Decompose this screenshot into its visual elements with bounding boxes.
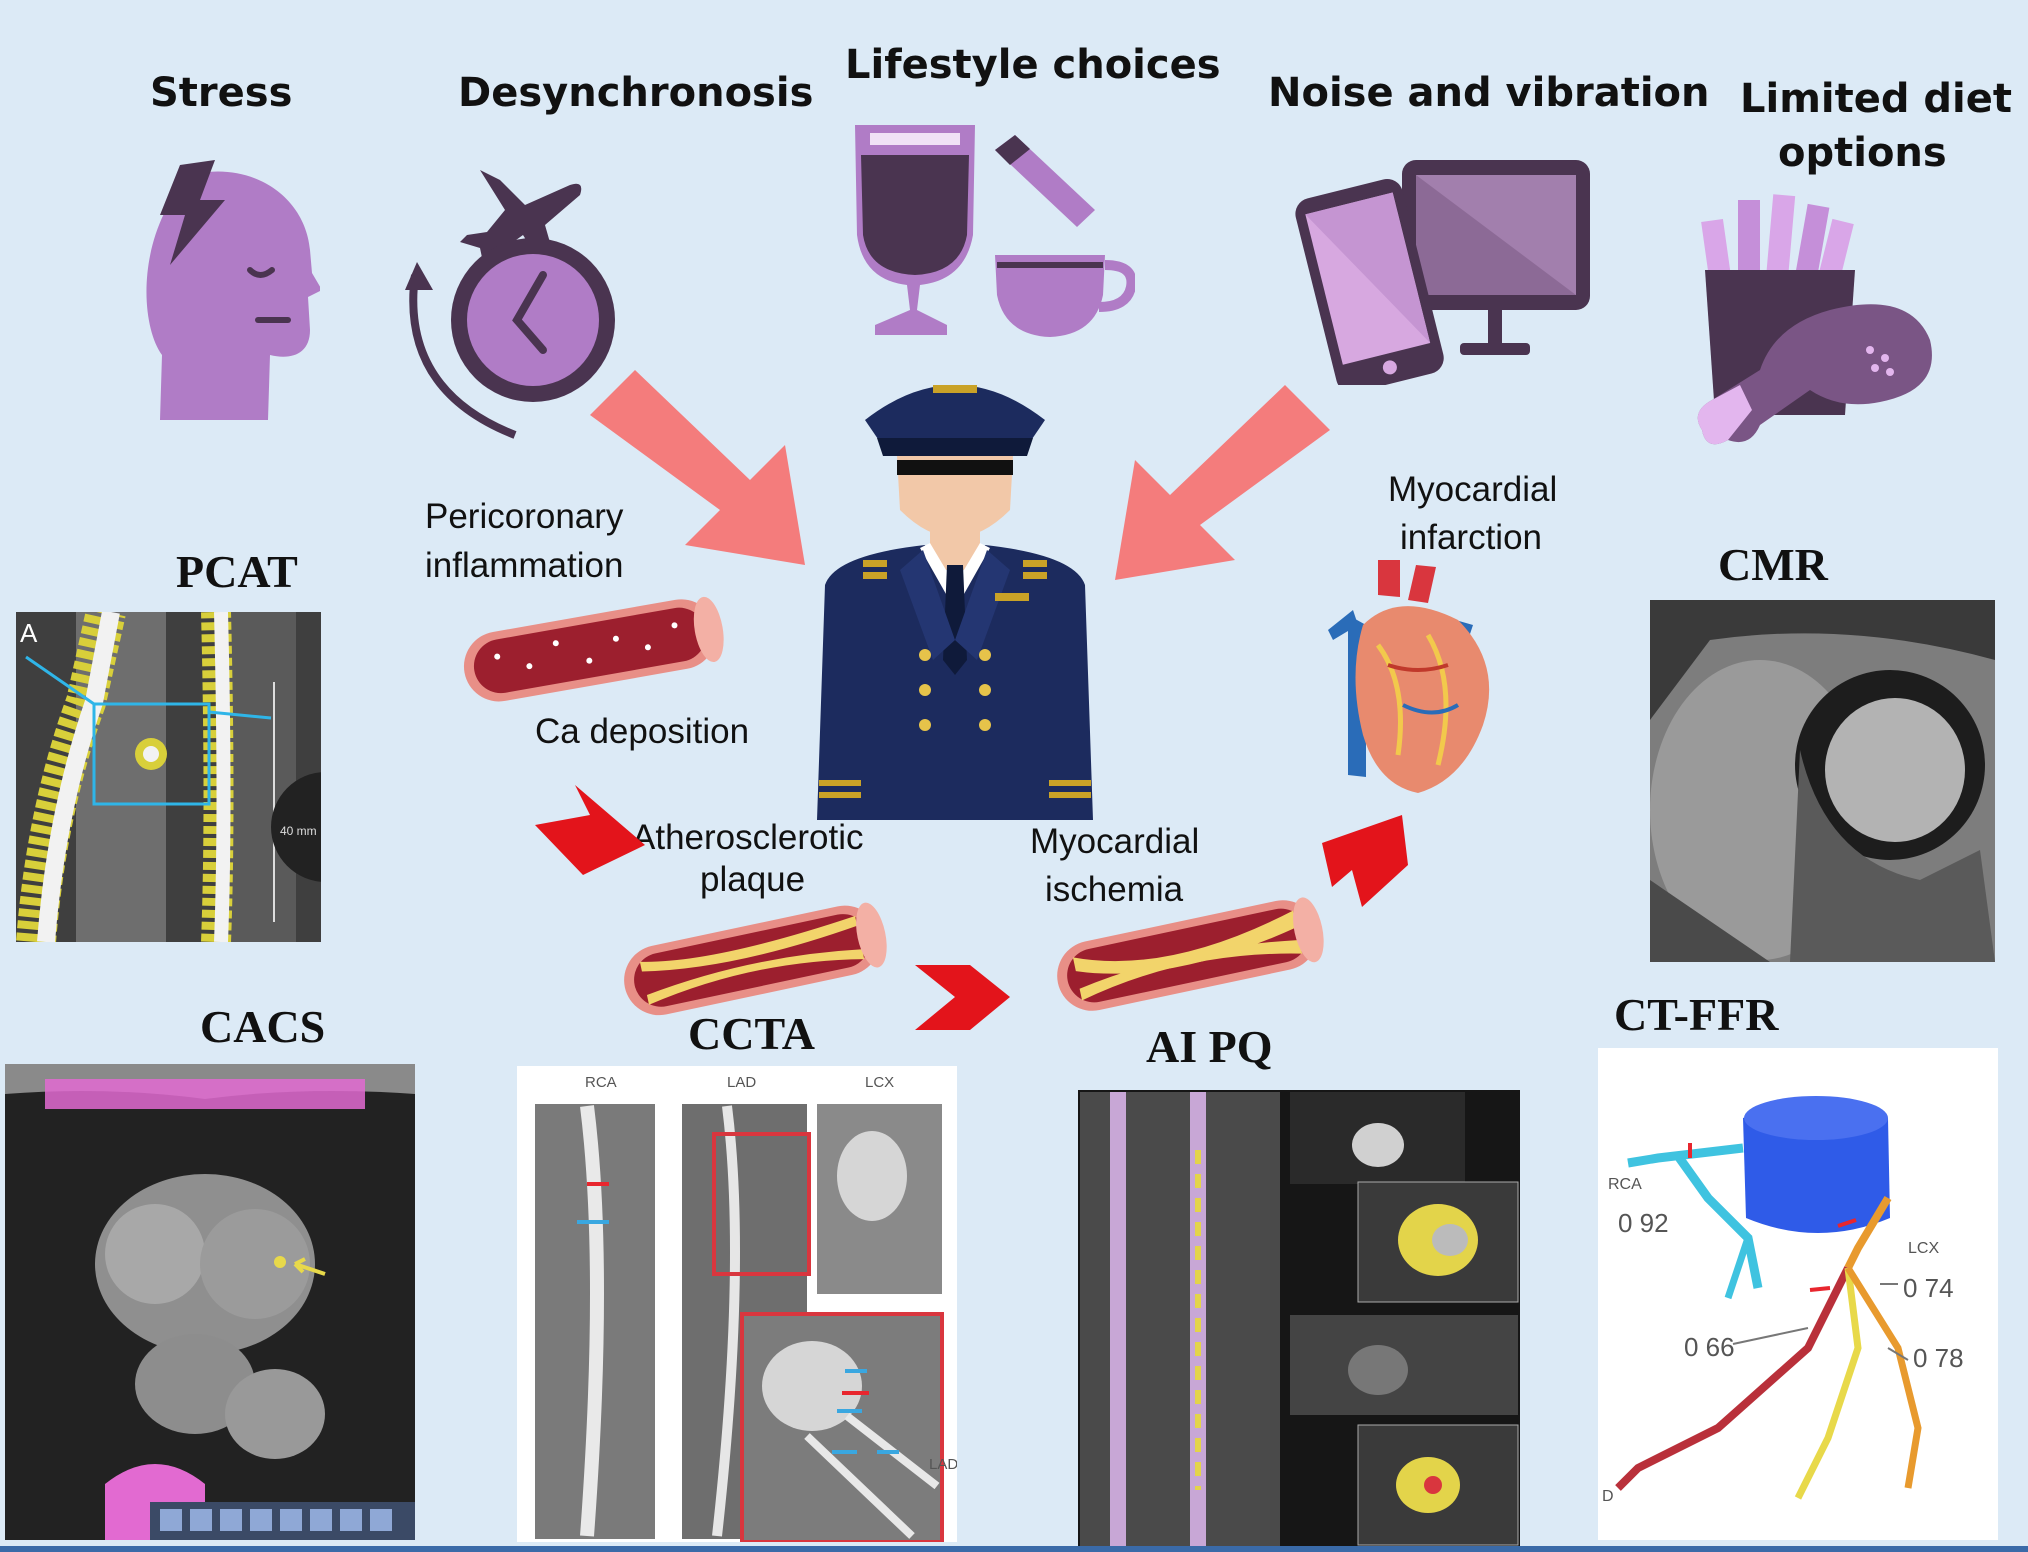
ffr-label-rca: RCA [1608,1176,1642,1193]
risk-label-stress: Stress [150,70,293,116]
label-pericoronary-line2: inflammation [425,546,624,585]
label-pericoronary-line1: Pericoronary [425,497,624,536]
ct-ffr-image: RCA LCX D 0 92 0 74 0 66 0 78 [1598,1048,1998,1540]
label-ischemia-line1: Myocardial [1030,822,1200,861]
ai-pq-image [1078,1090,1520,1548]
cmr-image [1650,600,1995,962]
plaque-vessel-icon [612,900,897,1020]
wine-lighter-cup-icon [855,115,1135,340]
ffr-value-lcx-upper: 0 74 [1903,1273,1954,1303]
ccta-label-lad: LAD [727,1074,757,1091]
title-pcat: PCAT [176,546,298,597]
anatomical-heart-icon [1308,555,1498,795]
chevron-arrow-icon-3 [1322,815,1408,907]
chevron-arrow-icon-2 [915,965,1010,1030]
risk-label-diet-line2: options [1778,130,1947,176]
ffr-value-lad: 0 66 [1684,1332,1735,1362]
phone-monitor-icon [1292,155,1592,385]
arrow-left-to-pilot-icon [590,370,820,570]
inflamed-vessel-icon [452,585,732,710]
title-ai-pq: AI PQ [1146,1021,1273,1072]
risk-label-noise: Noise and vibration [1268,70,1710,116]
ccta-label-rca: RCA [585,1074,617,1091]
label-plaque-line2: plaque [700,860,806,899]
label-infarction-line2: infarction [1400,518,1543,557]
ffr-label-lcx: LCX [1908,1240,1940,1257]
head-with-lightning-icon [140,155,320,425]
pcat-panel-letter: A [20,618,38,648]
ffr-label-d: D [1602,1488,1614,1505]
label-infarction-line1: Myocardial [1388,470,1558,509]
ischemia-vessel-icon [1045,895,1335,1015]
title-cmr: CMR [1718,539,1828,590]
bottom-border [0,1546,2028,1552]
chevron-arrow-icon-1 [535,785,645,875]
ccta-image: RCA LAD LCX LAD [517,1066,957,1542]
ccta-label-lad-side: LAD [929,1456,957,1473]
pcat-scale-label: 40 mm [280,824,317,838]
ffr-value-lcx-lower: 0 78 [1913,1343,1964,1373]
risk-label-diet-line1: Limited diet [1740,76,2012,122]
label-ischemia-line2: ischemia [1045,870,1184,909]
risk-label-desynchronosis: Desynchronosis [458,70,814,116]
title-ccta: CCTA [688,1008,815,1059]
ccta-label-lcx: LCX [865,1074,895,1091]
fries-drumstick-icon [1680,190,1940,460]
airplane-clock-icon [405,150,615,440]
risk-label-lifestyle: Lifestyle choices [845,42,1221,88]
title-ct-ffr: CT-FFR [1614,989,1779,1040]
pilot-figure-icon [805,360,1105,820]
cacs-image [5,1064,415,1540]
title-cacs: CACS [200,1001,326,1052]
label-plaque-line1: Atherosclerotic [632,818,864,857]
ffr-value-rca: 0 92 [1618,1208,1669,1238]
label-ca-deposition: Ca deposition [535,712,750,751]
arrow-right-to-pilot-icon [1100,385,1330,585]
pcat-image: A 40 mm [16,612,321,942]
